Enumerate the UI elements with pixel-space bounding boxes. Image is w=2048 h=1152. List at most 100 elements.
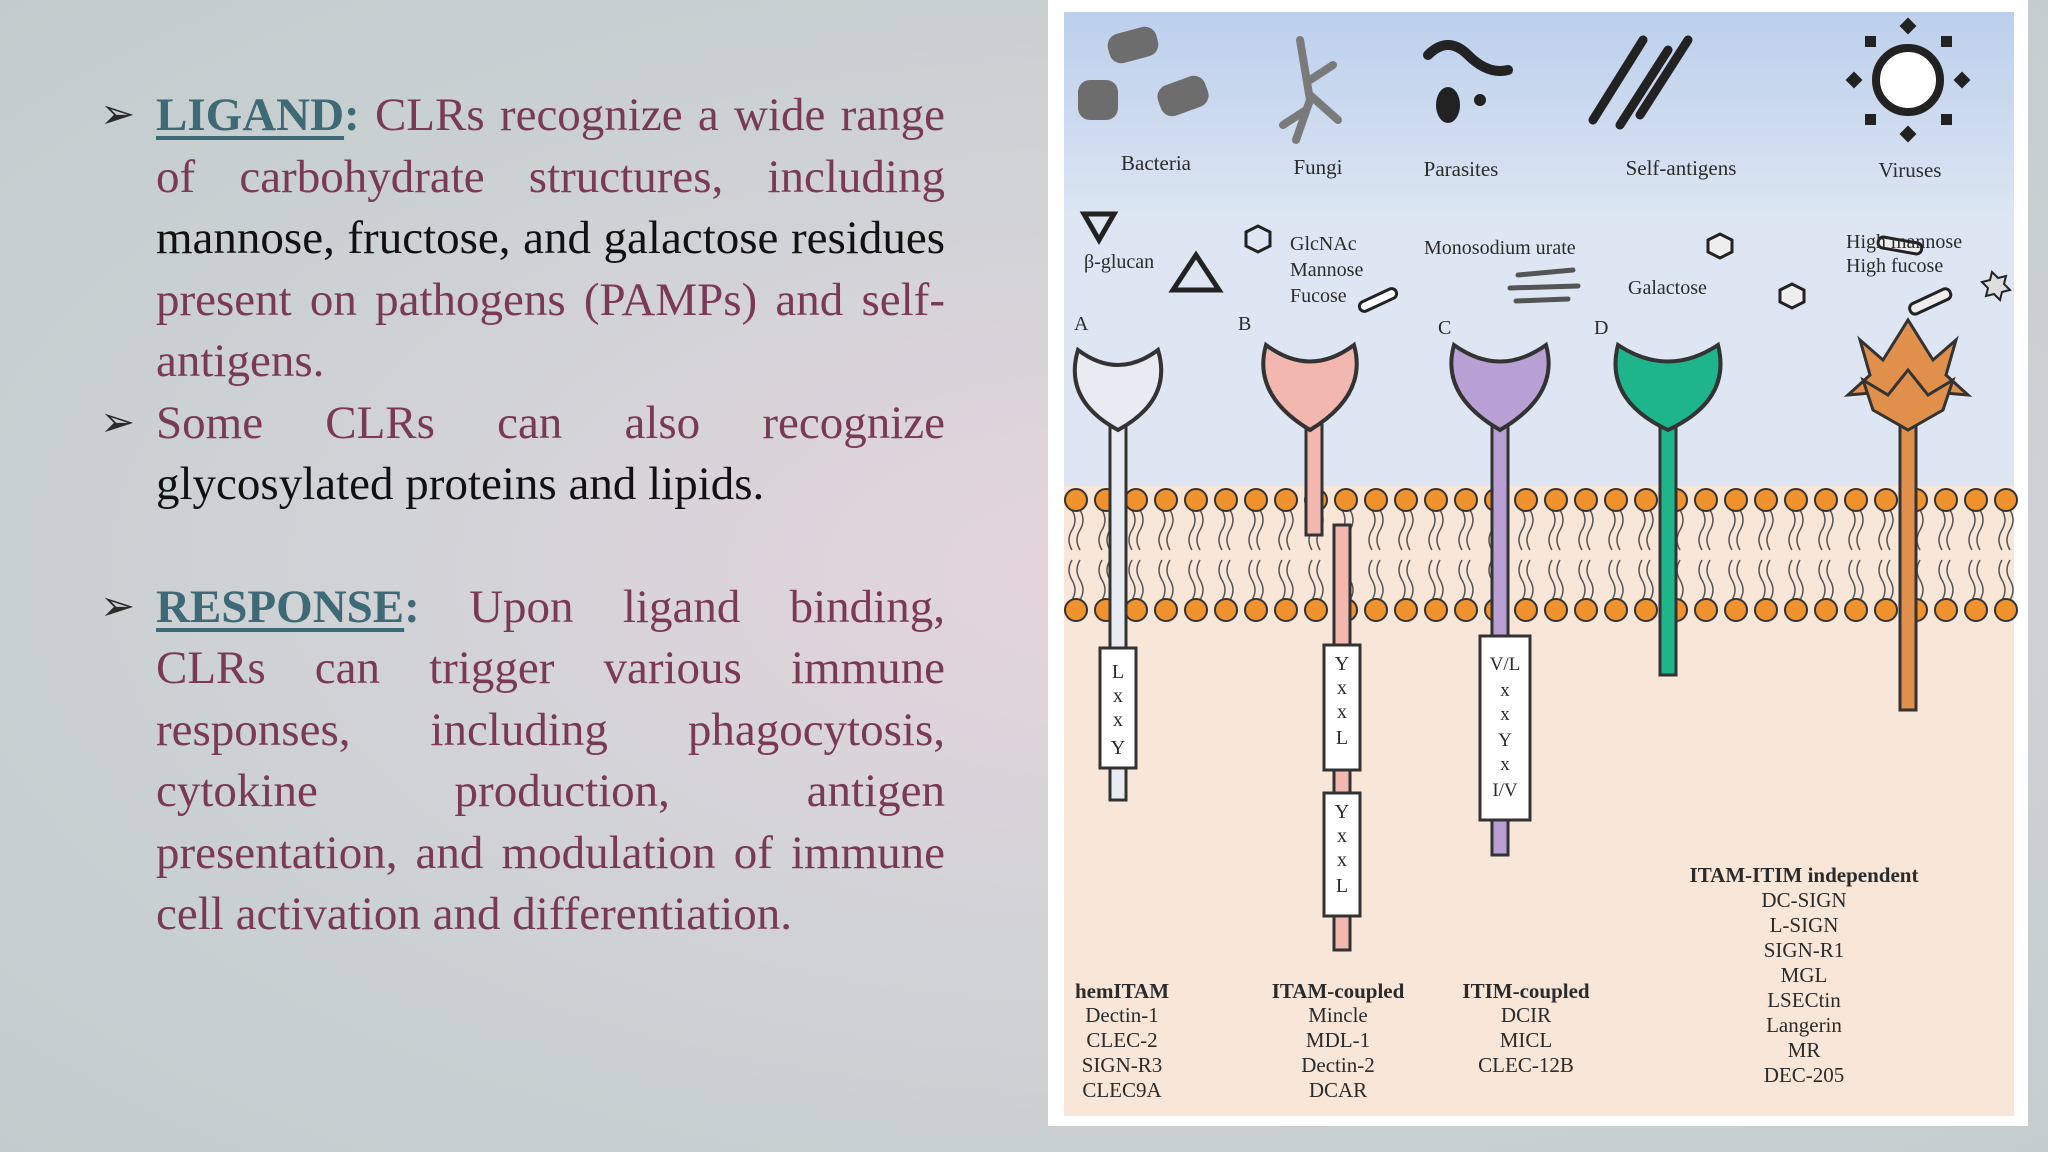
lipid-head [1934, 598, 1958, 622]
lipid-tail [1428, 559, 1444, 601]
parasites-icon [1423, 40, 1513, 123]
lipid-tail [1458, 559, 1474, 601]
lipid-tail [1518, 559, 1534, 601]
lipid-head [1604, 488, 1628, 512]
group-itam-itim-independent: ITAM-ITIM independent DC-SIGN L-SIGN SIG… [1690, 863, 1919, 1087]
lipid-head [1514, 488, 1538, 512]
lipid-tail [1758, 559, 1774, 601]
lipid-tail [1158, 509, 1174, 551]
label-parasites: Parasites [1424, 157, 1499, 181]
lipid-head [1154, 488, 1178, 512]
motif-b1: Y x x L [1335, 653, 1349, 749]
lipid-head [1814, 488, 1838, 512]
group-member: SIGN-R3 [1082, 1053, 1163, 1077]
lipid-tail [1608, 509, 1624, 551]
lipid-tail [1758, 509, 1774, 551]
group-member: LSECtin [1767, 988, 1841, 1012]
lipid-head [1514, 598, 1538, 622]
lipid-head [1874, 598, 1898, 622]
motif-c-1: x [1500, 680, 1510, 701]
group-member: Mincle [1308, 1003, 1367, 1027]
lipid-head [1244, 598, 1268, 622]
lipid-head [1184, 488, 1208, 512]
motif-c: V/L x x Y x I/V [1490, 654, 1521, 801]
glyco-text-a: Some CLRs can also recognize [156, 396, 945, 449]
lipid-tail [1818, 509, 1834, 551]
lipid-tail [1818, 559, 1834, 601]
lipid-head [1274, 488, 1298, 512]
glcnac-sugar-icon [1244, 224, 1272, 254]
ligand-heading: LIGAND [156, 89, 345, 141]
lipid-tail [1878, 509, 1894, 551]
motif-b1-3: L [1336, 727, 1348, 749]
lipid-head [1544, 598, 1568, 622]
group-member: MGL [1781, 963, 1828, 987]
lipid-tail [1638, 509, 1654, 551]
beta-glucan-triangle-icon [1168, 250, 1224, 293]
lipid-head [1124, 488, 1148, 512]
bacteria-icon [1078, 26, 1209, 120]
panel-letter-d: D [1594, 317, 1608, 339]
lipid-tail [1188, 559, 1204, 601]
receptor-b [1261, 341, 1362, 952]
panel-letter-c: C [1438, 317, 1451, 339]
arrow-bullet-icon: ➢ [100, 92, 136, 138]
lipid-tail [1578, 509, 1594, 551]
label-fungi: Fungi [1293, 155, 1342, 179]
beta-glucan-triangle-icon [1079, 211, 1119, 246]
lipid-head [1994, 488, 2018, 512]
lipid-head [1394, 488, 1418, 512]
lipid-tail [1368, 509, 1384, 551]
lipid-tail [1068, 559, 1084, 601]
text-panel: ➢ LIGAND: CLRs recognize a wide range of… [100, 85, 945, 946]
motif-b1-1: x [1337, 677, 1347, 699]
motif-c-3: Y [1498, 730, 1512, 751]
lipid-tail [1548, 509, 1564, 551]
group-member: CLEC9A [1082, 1078, 1162, 1102]
group-member: Langerin [1766, 1013, 1842, 1037]
fucose-rod-icon [1357, 287, 1399, 313]
lipid-tail [1068, 509, 1084, 551]
label-bacteria: Bacteria [1121, 151, 1192, 175]
lipid-head [1964, 488, 1988, 512]
lipid-head [1874, 488, 1898, 512]
lipid-tail [1938, 509, 1954, 551]
lipid-tail [1398, 509, 1414, 551]
arrow-bullet-icon: ➢ [100, 399, 136, 446]
lipid-tail [1848, 559, 1864, 601]
group-member: MICL [1500, 1028, 1553, 1052]
lipid-tail [1998, 509, 2014, 551]
glyco-text-dark: glycosylated proteins and lipids. [156, 458, 765, 510]
lipid-tail [1638, 559, 1654, 601]
panel-letter-b: B [1238, 313, 1251, 335]
lipid-head [1994, 598, 2018, 622]
fungi-icon [1279, 36, 1342, 144]
lipid-tail [1968, 559, 1984, 601]
lipid-tail [1878, 559, 1894, 601]
response-text: Upon ligand binding, CLRs can trigger va… [156, 580, 945, 941]
group-member: Dectin-2 [1301, 1053, 1374, 1077]
panel-letter-a: A [1074, 313, 1089, 335]
lipid-head [1754, 488, 1778, 512]
lipid-head [1154, 598, 1178, 622]
lipid-head [1244, 488, 1268, 512]
lipid-head [1724, 488, 1748, 512]
receptor-a [1072, 346, 1164, 802]
lipid-tail [1788, 509, 1804, 551]
lipid-head [1454, 488, 1478, 512]
motif-b1-0: Y [1335, 653, 1349, 675]
lipid-head [1844, 488, 1868, 512]
group-member: CLEC-12B [1478, 1053, 1574, 1077]
lipid-head [1424, 598, 1448, 622]
label-galactose: Galactose [1628, 277, 1707, 299]
self-antigens-icon [1588, 35, 1693, 130]
lipid-tail [1548, 559, 1564, 601]
lipid-tail [1158, 559, 1174, 601]
ligand-text-dark: mannose, fructose, and galactose residue… [156, 212, 945, 264]
label-mannose: Mannose [1290, 259, 1363, 281]
bullet-response: ➢ RESPONSE: Upon ligand binding, CLRs ca… [100, 577, 945, 946]
pathogen-band [1064, 12, 2014, 216]
lipid-tail [1188, 509, 1204, 551]
receptor-c [1449, 341, 1551, 857]
lipid-head [1814, 598, 1838, 622]
